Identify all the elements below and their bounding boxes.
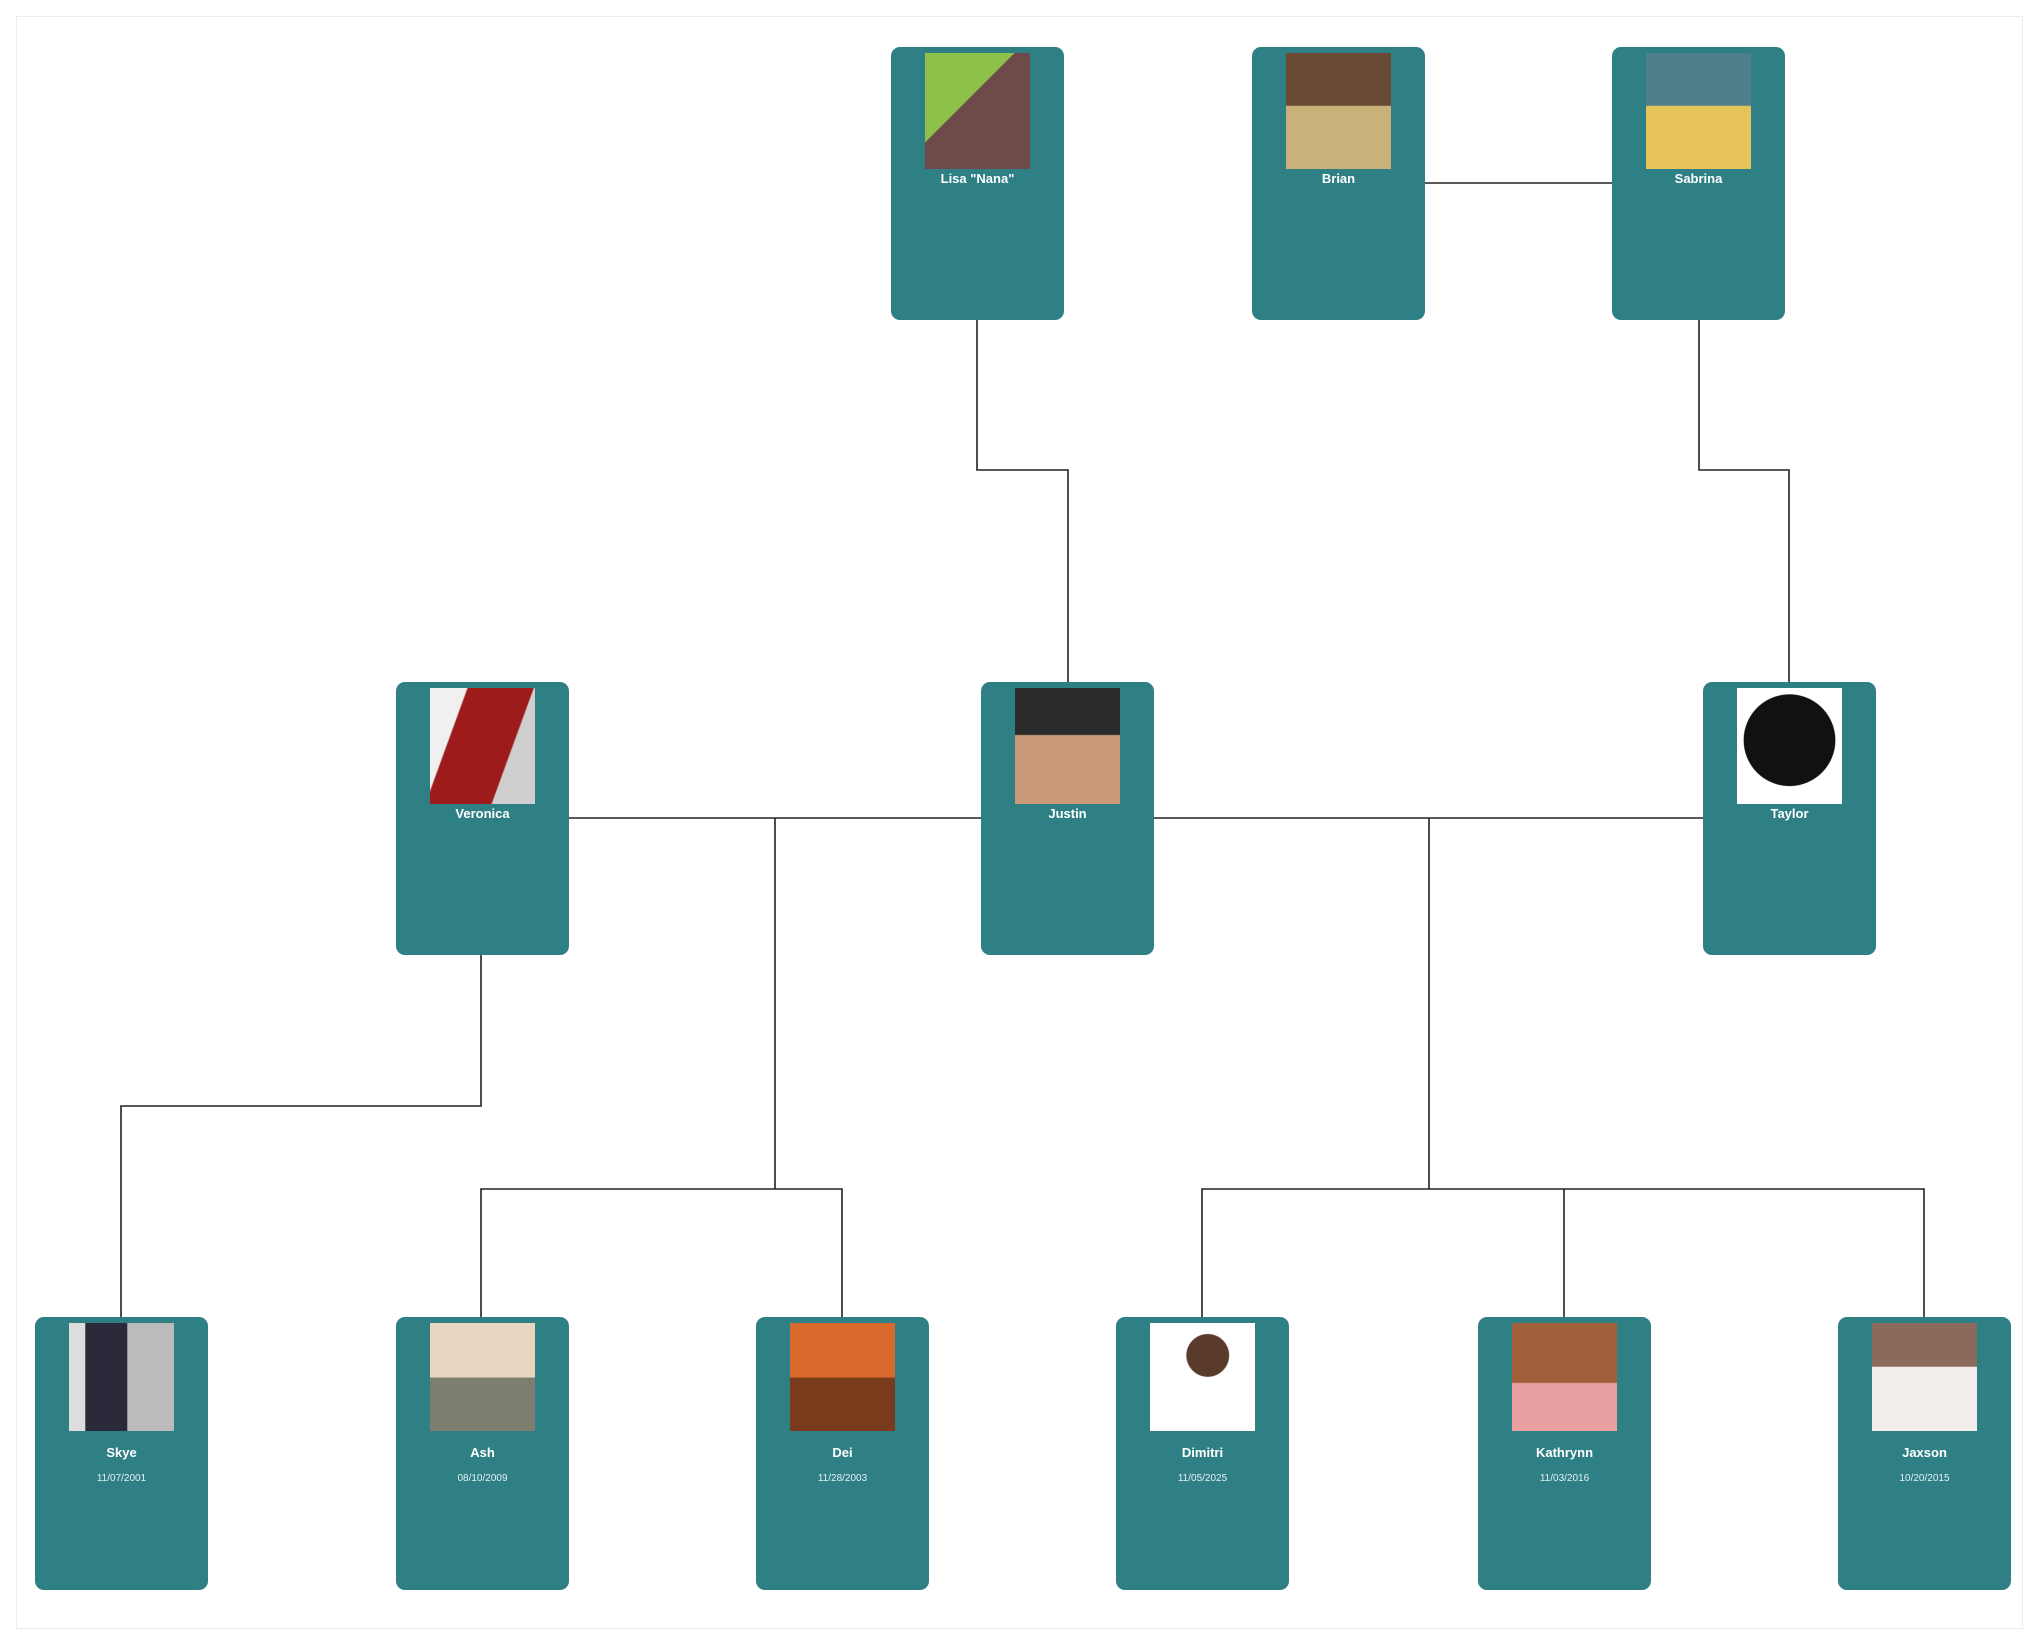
person-name: Skye xyxy=(106,1445,137,1460)
line-vj-children-bar xyxy=(480,1188,843,1317)
person-card-kathrynn[interactable]: Kathrynn 11/03/2016 xyxy=(1478,1317,1651,1590)
person-card-justin[interactable]: Justin xyxy=(981,682,1154,955)
person-name: Lisa "Nana" xyxy=(940,171,1015,186)
avatar-taylor xyxy=(1737,688,1842,804)
person-name: Veronica xyxy=(455,806,510,821)
avatar-lisa xyxy=(925,53,1030,169)
avatar-kathrynn xyxy=(1512,1323,1617,1431)
line-lisa-justin xyxy=(976,320,1069,682)
birth-date: 11/28/2003 xyxy=(817,1473,868,1484)
person-name: Brian xyxy=(1321,171,1356,186)
avatar-skye xyxy=(69,1323,174,1431)
person-card-veronica[interactable]: Veronica xyxy=(396,682,569,955)
avatar-dei xyxy=(790,1323,895,1431)
person-card-lisa[interactable]: Lisa "Nana" xyxy=(891,47,1064,320)
line-jt-children-bar xyxy=(1201,1188,1925,1317)
person-card-skye[interactable]: Skye 11/07/2001 xyxy=(35,1317,208,1590)
person-card-ash[interactable]: Ash 08/10/2009 xyxy=(396,1317,569,1590)
avatar-justin xyxy=(1015,688,1120,804)
line-veronica-skye xyxy=(120,955,482,1317)
person-card-taylor[interactable]: Taylor xyxy=(1703,682,1876,955)
person-name: Kathrynn xyxy=(1535,1445,1594,1460)
birth-date: 11/07/2001 xyxy=(96,1473,147,1484)
avatar-veronica xyxy=(430,688,535,804)
tree-canvas xyxy=(16,16,2023,1629)
birth-date: 08/10/2009 xyxy=(457,1473,508,1484)
avatar-ash xyxy=(430,1323,535,1431)
birth-date: 10/20/2015 xyxy=(1899,1473,1950,1484)
person-name: Sabrina xyxy=(1674,171,1723,186)
person-card-brian[interactable]: Brian xyxy=(1252,47,1425,320)
person-name: Taylor xyxy=(1770,806,1809,821)
person-card-sabrina[interactable]: Sabrina xyxy=(1612,47,1785,320)
avatar-sabrina xyxy=(1646,53,1751,169)
birth-date: 11/03/2016 xyxy=(1539,1473,1590,1484)
person-card-dimitri[interactable]: Dimitri 11/05/2025 xyxy=(1116,1317,1289,1590)
avatar-jaxson xyxy=(1872,1323,1977,1431)
person-name: Ash xyxy=(470,1445,495,1460)
person-name: Justin xyxy=(1048,806,1087,821)
line-sabrina-taylor xyxy=(1698,320,1790,682)
avatar-dimitri xyxy=(1150,1323,1255,1431)
person-card-dei[interactable]: Dei 11/28/2003 xyxy=(756,1317,929,1590)
person-card-jaxson[interactable]: Jaxson 10/20/2015 xyxy=(1838,1317,2011,1590)
person-name: Dimitri xyxy=(1181,1445,1224,1460)
person-name: Dei xyxy=(832,1445,853,1460)
person-name: Jaxson xyxy=(1902,1445,1947,1460)
birth-date: 11/05/2025 xyxy=(1177,1473,1228,1484)
avatar-brian xyxy=(1286,53,1391,169)
